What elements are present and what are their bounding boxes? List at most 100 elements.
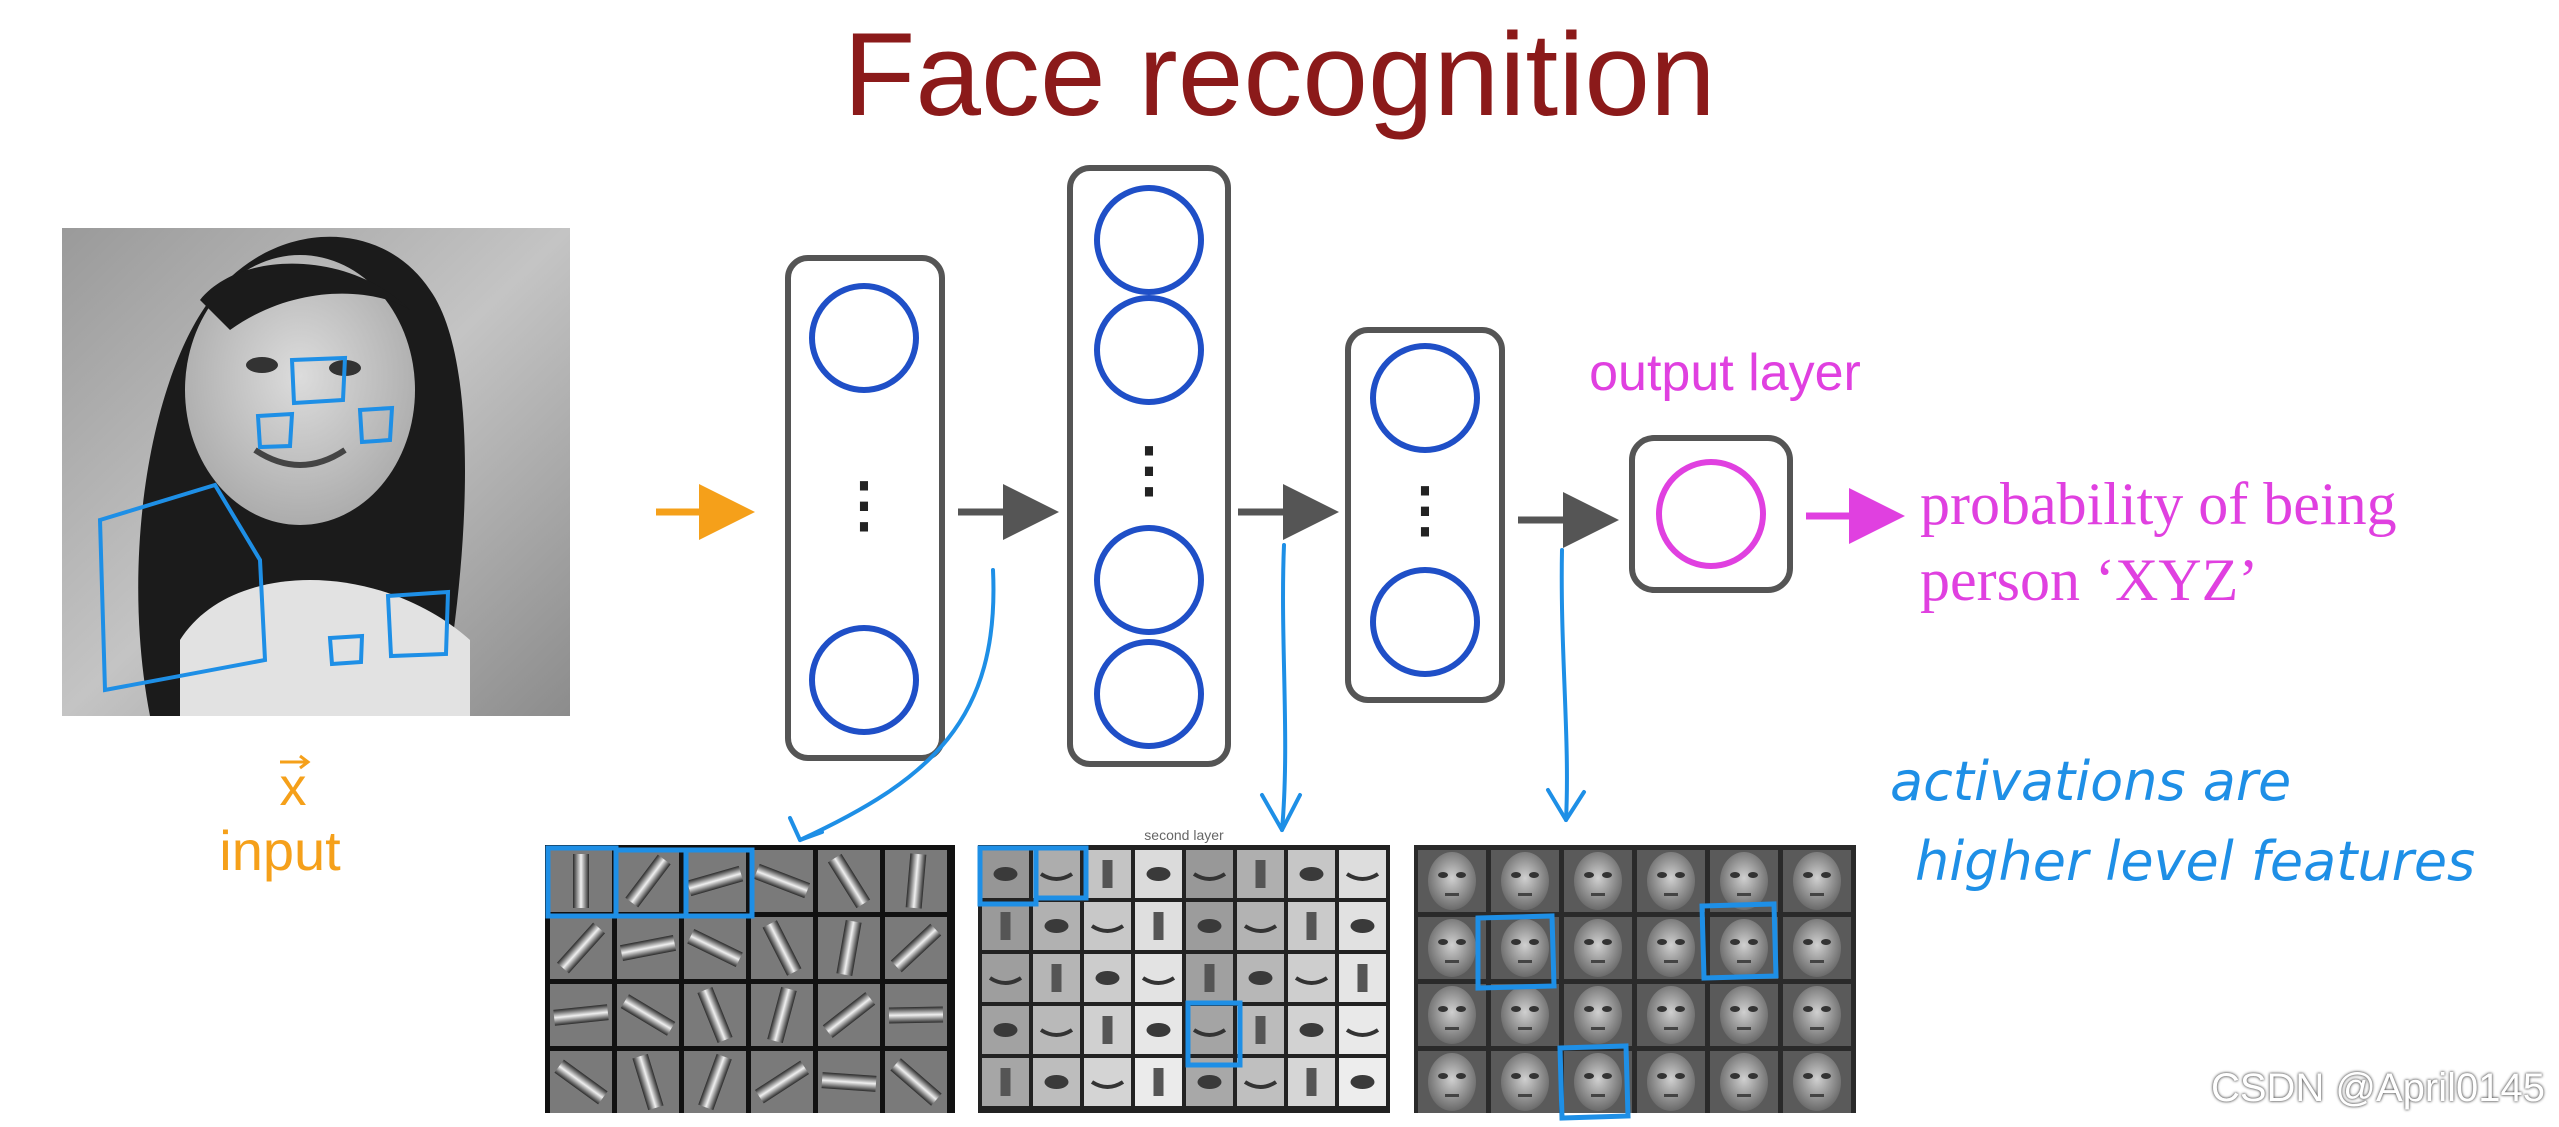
neuron (1370, 343, 1480, 453)
feature-tile (818, 850, 880, 912)
feature-tile (751, 917, 813, 979)
neuron (1094, 639, 1204, 749)
feature-tile (1783, 984, 1851, 1046)
feature-tile (617, 984, 679, 1046)
feature-tile (684, 984, 746, 1046)
page-title: Face recognition (843, 9, 1716, 141)
hidden-layer-1: ⋮ (785, 255, 945, 761)
feature-tile (1237, 1006, 1284, 1054)
feature-tile (1084, 902, 1131, 950)
feature-tile (1237, 850, 1284, 898)
feature-tile (982, 850, 1029, 898)
feature-tile (982, 954, 1029, 1002)
feature-tile (1418, 1051, 1486, 1113)
feature-tile (1710, 917, 1778, 979)
feature-tile (1710, 984, 1778, 1046)
feature-tile (1564, 984, 1632, 1046)
input-vector-label: x (280, 757, 307, 817)
layer-box (1067, 165, 1231, 767)
neuron (1370, 567, 1480, 677)
feature-tile (1288, 954, 1335, 1002)
output-neuron (1656, 459, 1766, 569)
feature-tile (1288, 850, 1335, 898)
feature-tile (1033, 954, 1080, 1002)
feature-tile (1339, 902, 1386, 950)
input-vector-symbol (280, 754, 311, 770)
feature-tile (550, 1051, 612, 1113)
feature-tile (1783, 917, 1851, 979)
feature-tile (1237, 954, 1284, 1002)
feature-tile (818, 1051, 880, 1113)
probability-text-line1: probability of being (1920, 471, 2397, 537)
neuron (809, 283, 919, 393)
feature-tile (1418, 850, 1486, 912)
feature-tile (1135, 1058, 1182, 1106)
feature-arrows (788, 543, 1586, 842)
ellipsis: ⋮ (1119, 436, 1179, 503)
annotation-line2: higher level features (1915, 830, 2475, 893)
feature-tile (1084, 850, 1131, 898)
feature-tile (617, 917, 679, 979)
feature-tile (982, 1006, 1029, 1054)
feature-tile (1339, 850, 1386, 898)
feature-tile (1033, 902, 1080, 950)
feature-tile (1564, 850, 1632, 912)
feature-tile (1288, 1058, 1335, 1106)
feature-tile (818, 984, 880, 1046)
feature-tile (1491, 850, 1559, 912)
feature-tile (1186, 902, 1233, 950)
feature-tile (1491, 917, 1559, 979)
probability-text-line2: person ‘XYZ’ (1920, 547, 2258, 613)
part-features-panel: second layer (978, 827, 1390, 1113)
photo-annotation-boxes (97, 355, 451, 693)
output-layer-label: output layer (1589, 344, 1861, 402)
feature-tile (1339, 1006, 1386, 1054)
feature-tile (1288, 902, 1335, 950)
annotation-line1: activations are (1890, 750, 2291, 813)
feature-tile (1637, 850, 1705, 912)
hidden-layer-3: ⋮ (1345, 327, 1505, 703)
feature-tile (1418, 984, 1486, 1046)
input-label: input (219, 819, 341, 882)
feature-tile (1564, 1051, 1632, 1113)
neuron (1094, 185, 1204, 295)
face-features-panel (1414, 845, 1856, 1113)
feature-tile (1288, 1006, 1335, 1054)
feature-tile (1564, 917, 1632, 979)
feature-tile (982, 902, 1029, 950)
panel-caption: second layer (1144, 827, 1224, 843)
feature-tile (684, 917, 746, 979)
feature-tile (885, 850, 947, 912)
feature-tile (1237, 902, 1284, 950)
hidden-layer-2: ⋮ (1067, 165, 1231, 767)
feature-tile (550, 917, 612, 979)
neuron (1094, 295, 1204, 405)
feature-tile (684, 850, 746, 912)
feature-tile (1135, 902, 1182, 950)
feature-tile (1186, 1006, 1233, 1054)
feature-tile (1084, 954, 1131, 1002)
feature-tile (818, 917, 880, 979)
feature-tile (1637, 917, 1705, 979)
layer-box (785, 255, 945, 761)
feature-tile (1135, 1006, 1182, 1054)
watermark: CSDN @April0145 (2210, 1066, 2545, 1110)
ellipsis: ⋮ (834, 471, 894, 538)
feature-tile (751, 984, 813, 1046)
feature-tile (1186, 850, 1233, 898)
feature-tile (1084, 1006, 1131, 1054)
feature-tile (982, 1058, 1029, 1106)
feature-tile (751, 850, 813, 912)
feature-tile (1491, 984, 1559, 1046)
feature-tile (1710, 1051, 1778, 1113)
neuron (1094, 525, 1204, 635)
output-layer (1629, 435, 1793, 593)
layer-box (1345, 327, 1505, 703)
feature-tile (885, 1051, 947, 1113)
feature-tile (1135, 954, 1182, 1002)
feature-tile (617, 850, 679, 912)
feature-tile (1491, 1051, 1559, 1113)
feature-tile (1783, 850, 1851, 912)
feature-tile (1418, 917, 1486, 979)
